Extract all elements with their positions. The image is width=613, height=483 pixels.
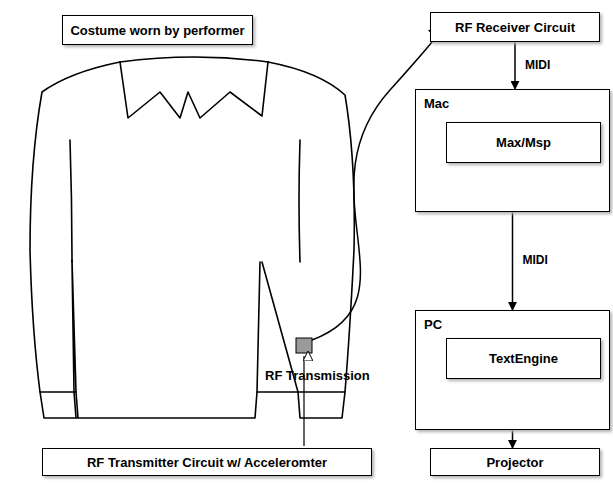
flow-arrow bbox=[514, 42, 516, 89]
cuffs bbox=[40, 391, 345, 393]
flow-arrow bbox=[512, 430, 514, 448]
box-label: Costume worn by performer bbox=[70, 23, 244, 38]
box-label: TextEngine bbox=[489, 351, 558, 366]
flow-arrow bbox=[512, 212, 514, 310]
box-title: Mac bbox=[424, 96, 449, 111]
transmission-label: RF Transmission bbox=[265, 368, 370, 383]
shirt-outline bbox=[30, 62, 354, 418]
box-title: PC bbox=[424, 317, 442, 332]
collar bbox=[120, 62, 268, 118]
component-box: RF Receiver Circuit bbox=[430, 12, 600, 42]
component-box: RF Transmitter Circuit w/ Acceleromter bbox=[42, 448, 372, 476]
collar-top bbox=[120, 57, 268, 62]
transmitter-module bbox=[296, 338, 312, 353]
label-box: Costume worn by performer bbox=[62, 15, 253, 45]
box-label: RF Transmitter Circuit w/ Acceleromter bbox=[87, 455, 327, 470]
box-label: Projector bbox=[486, 455, 543, 470]
box-label: Max/Msp bbox=[496, 135, 551, 150]
computer-box: MacMax/Msp bbox=[415, 89, 610, 212]
software-box: TextEngine bbox=[446, 338, 601, 379]
sleeve-seams bbox=[70, 140, 300, 262]
software-box: Max/Msp bbox=[446, 122, 601, 163]
output-box: Projector bbox=[430, 448, 600, 476]
box-label: RF Receiver Circuit bbox=[455, 20, 575, 35]
signal-label: MIDI bbox=[523, 58, 552, 72]
computer-box: PC TextEngine bbox=[415, 310, 610, 430]
signal-label: MIDI bbox=[521, 253, 550, 267]
